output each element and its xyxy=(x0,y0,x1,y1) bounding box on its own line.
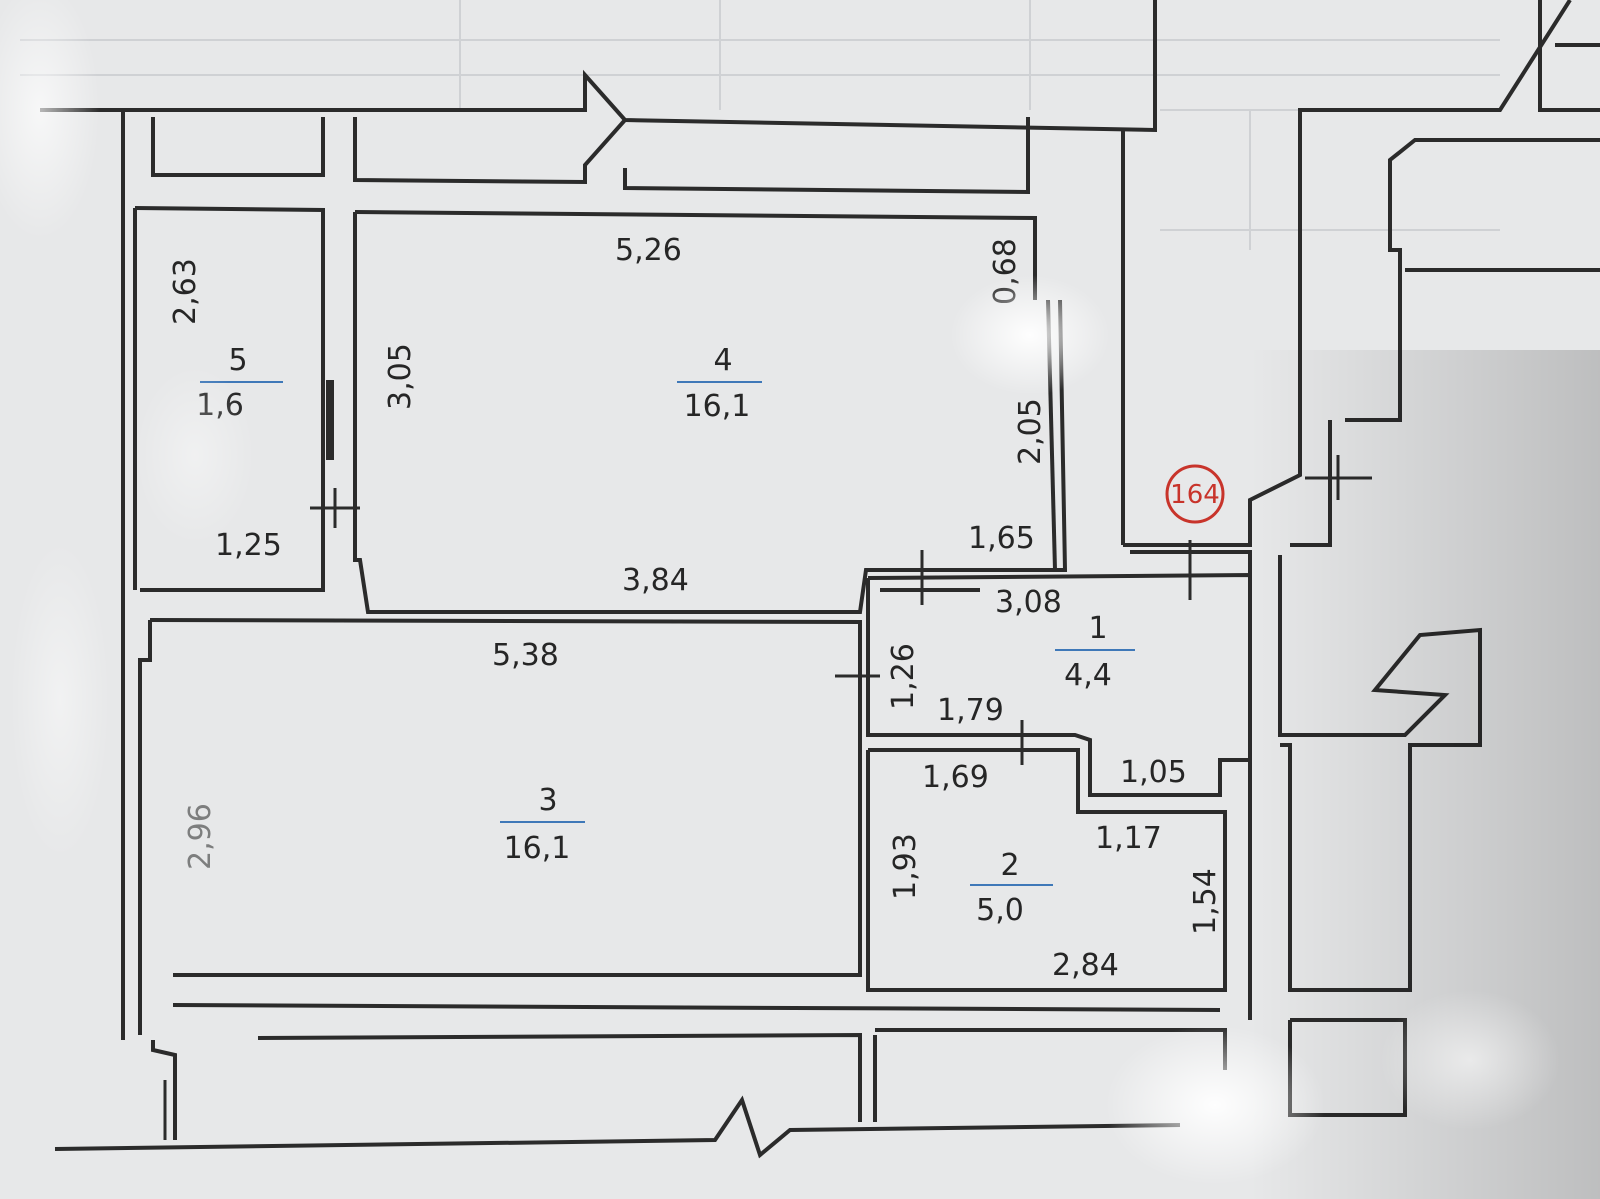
dimension-label: 0,68 xyxy=(988,238,1023,305)
marker-circle xyxy=(1165,464,1225,524)
room-area: 16,1 xyxy=(684,389,751,424)
room-number: 1 xyxy=(1088,611,1107,646)
dimension-label: 1,79 xyxy=(937,693,1004,728)
dimension-label: 2,63 xyxy=(168,258,203,325)
dimension-label: 1,26 xyxy=(886,643,921,710)
dimension-label: 1,05 xyxy=(1120,755,1187,790)
marker-label: 164 xyxy=(1170,480,1220,510)
dimension-label: 1,65 xyxy=(968,521,1035,556)
apartment-marker: 164 xyxy=(1165,464,1225,524)
room-area: 1,6 xyxy=(196,388,244,423)
dimension-label: 1,93 xyxy=(888,833,923,900)
dimension-label: 1,17 xyxy=(1095,821,1162,856)
dimension-labels: 5,26 0,68 3,05 2,05 1,65 3,84 2,63 1,25 … xyxy=(168,233,1223,983)
room-number: 5 xyxy=(228,343,247,378)
dimension-label: 3,08 xyxy=(995,585,1062,620)
dimension-label: 2,96 xyxy=(183,803,218,870)
room-number: 3 xyxy=(538,783,557,818)
dimension-label: 3,84 xyxy=(622,563,689,598)
dimension-label: 2,84 xyxy=(1052,948,1119,983)
room-label-3: 3 16,1 xyxy=(500,783,585,866)
room-label-4: 4 16,1 xyxy=(677,343,762,424)
dimension-label: 3,05 xyxy=(383,343,418,410)
dimension-label: 1,69 xyxy=(922,760,989,795)
room-number: 4 xyxy=(713,343,732,378)
room-number: 2 xyxy=(1000,848,1019,883)
dimension-label: 1,25 xyxy=(215,528,282,563)
dimension-label: 5,38 xyxy=(492,638,559,673)
dimension-label: 5,26 xyxy=(615,233,682,268)
room-label-2: 2 5,0 xyxy=(970,848,1053,928)
room-area: 16,1 xyxy=(504,831,571,866)
dimension-label: 1,54 xyxy=(1188,868,1223,935)
room-area: 4,4 xyxy=(1064,658,1112,693)
dimension-label: 2,05 xyxy=(1013,398,1048,465)
room-area: 5,0 xyxy=(976,893,1024,928)
room-label-1: 1 4,4 xyxy=(1055,611,1135,693)
